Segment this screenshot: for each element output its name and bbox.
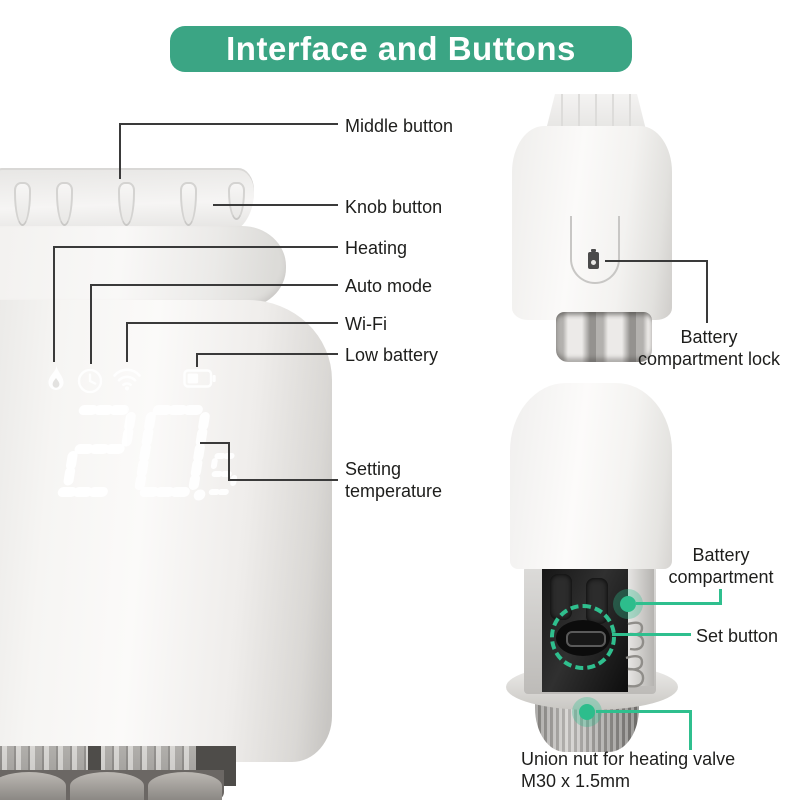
title-banner: Interface and Buttons [170,26,632,72]
temperature-display-digits [57,405,239,501]
heating-flame-icon [48,365,64,390]
leader-middle-button-v [119,123,121,179]
label-auto-mode: Auto mode [345,276,433,296]
battery-lock-icon [588,249,599,269]
union-nut-front-view [0,770,224,800]
nut-lobe [0,772,66,800]
leader-auto-mode-h [90,284,338,286]
label-battery-compartment-lock: Battery compartment lock [637,327,781,369]
knob-groove [14,182,31,226]
nut-lobe [148,772,222,800]
lifted-cap [510,383,672,569]
label-wifi: Wi-Fi [345,314,387,334]
leader-setting-temp-1 [200,442,230,444]
battery-compartment-slot [570,216,620,284]
leader-wifi-v [126,322,128,362]
knob-groove [56,182,73,226]
knob-groove [118,182,135,226]
leader-battery-compartment-v [719,589,722,605]
leader-set-button [612,633,691,636]
leader-setting-temp-3 [228,479,338,481]
label-middle-button: Middle button [345,116,454,136]
knob-groove [180,182,197,226]
leader-low-battery-h [196,353,338,355]
union-nut-side-view [556,312,652,362]
leader-union-nut-v [689,710,692,750]
leader-low-battery-v [196,353,198,367]
auto-mode-clock-icon [77,368,103,394]
label-knob-button: Knob button [345,197,443,217]
nut-lobe [70,772,144,800]
label-set-button: Set button [696,626,779,646]
leader-heating-h [53,246,338,248]
label-low-battery: Low battery [345,345,439,365]
leader-auto-mode-v [90,284,92,364]
set-button-highlight-circle [550,604,616,670]
label-heating: Heating [345,238,408,258]
union-nut-dot [579,704,595,720]
knob-groove [228,182,245,220]
leader-wifi-h [126,322,338,324]
temperature-display-value: 20.5 [0,0,1,1]
thermostat-top-ring [0,226,286,308]
leader-setting-temp-2 [228,442,230,481]
contact-springs [625,621,645,688]
label-battery-compartment: Battery compartment [668,545,774,587]
knob-button-part [0,168,254,234]
wifi-icon [113,368,141,391]
leader-battery-compartment-h [636,602,722,605]
leader-battery-lock-h [605,260,708,262]
leader-union-nut-h [596,710,692,713]
leader-knob-button [213,204,338,206]
label-setting-temperature: Setting temperature [345,459,443,501]
page-title: Interface and Buttons [226,30,576,67]
leader-heating-v [53,246,55,362]
leader-battery-lock-v [706,260,708,323]
low-battery-icon [183,369,216,388]
label-union-nut: Union nut for heating valve M30 x 1.5mm [521,749,736,791]
leader-middle-button-h [119,123,338,125]
top-knob-side [546,94,646,130]
battery-compartment-dot [620,596,636,612]
